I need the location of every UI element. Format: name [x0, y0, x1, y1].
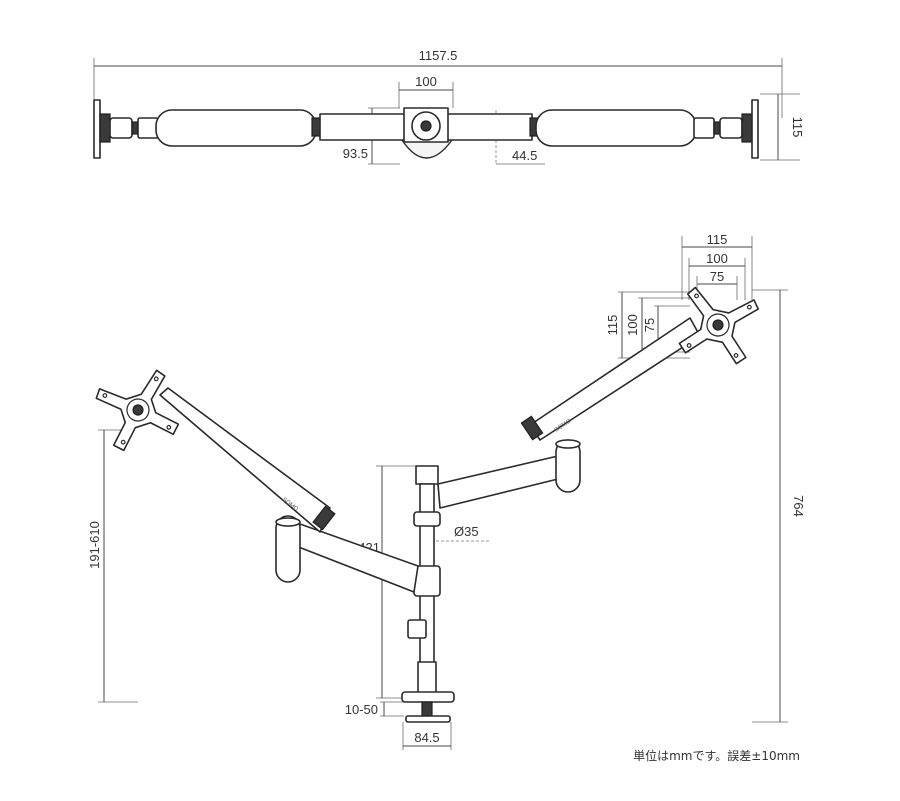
pole-base-sleeve — [417, 661, 437, 695]
upper-collar — [413, 511, 441, 527]
top-height-label: 115 — [790, 117, 805, 138]
right-vesa-plate-edge — [751, 99, 759, 159]
right-plate-mount — [741, 113, 753, 143]
clamp-top-plate — [401, 691, 455, 703]
clamp-screw — [421, 701, 433, 717]
right-joint-pin — [713, 121, 721, 135]
vesa-v-100-label: 100 — [625, 314, 640, 336]
right-vesa-plate — [678, 286, 760, 365]
clamp-width-label: 84.5 — [414, 730, 439, 745]
unit-note: 単位はmmです。誤差±10mm — [633, 748, 800, 763]
front-view: 115 100 75 115 100 75 764 191-610 — [87, 232, 806, 750]
left-tilt-joint — [109, 117, 133, 139]
vesa-115-label: 115 — [707, 232, 728, 247]
pole-cap — [415, 465, 439, 485]
vesa-100-label: 100 — [706, 251, 728, 266]
total-height-label: 764 — [791, 495, 806, 517]
left-lower-arm — [295, 523, 419, 593]
clamp-bottom-plate — [405, 715, 451, 723]
left-height-label: 191-610 — [87, 521, 102, 569]
right-swivel-knuckle — [693, 117, 715, 139]
left-arm-top — [155, 109, 317, 147]
left-upper-arm — [159, 387, 331, 533]
pole-width-label: 100 — [415, 74, 437, 89]
right-arm-end-cap — [520, 415, 544, 441]
total-width-label: 1157.5 — [419, 48, 458, 63]
left-arm-end-cap — [312, 505, 336, 531]
vesa-v-75-label: 75 — [642, 318, 657, 332]
left-vesa-plate-edge — [93, 99, 101, 159]
vesa-v-115-label: 115 — [605, 315, 620, 336]
pole-top-core — [420, 120, 432, 132]
desk-thickness-label: 10-50 — [345, 702, 378, 717]
right-arm-top — [535, 109, 697, 147]
top-view: 1157.5 100 115 93.5 44.5 — [93, 48, 805, 165]
pole-diameter-label: Ø35 — [454, 524, 479, 539]
cable-clip — [407, 619, 427, 639]
right-elbow-top — [555, 439, 581, 449]
left-vesa-plate — [95, 369, 180, 452]
left-elbow-top — [275, 517, 301, 527]
left-swivel-knuckle — [137, 117, 159, 139]
top-depth-label: 93.5 — [343, 146, 368, 161]
left-plate-mount — [99, 113, 111, 143]
right-lower-arm — [437, 455, 563, 509]
top-offset-label: 44.5 — [512, 148, 537, 163]
left-elbow-joint — [275, 515, 301, 583]
right-tilt-joint — [719, 117, 743, 139]
left-joint-pin — [131, 121, 139, 135]
vesa-75-label: 75 — [710, 269, 724, 284]
